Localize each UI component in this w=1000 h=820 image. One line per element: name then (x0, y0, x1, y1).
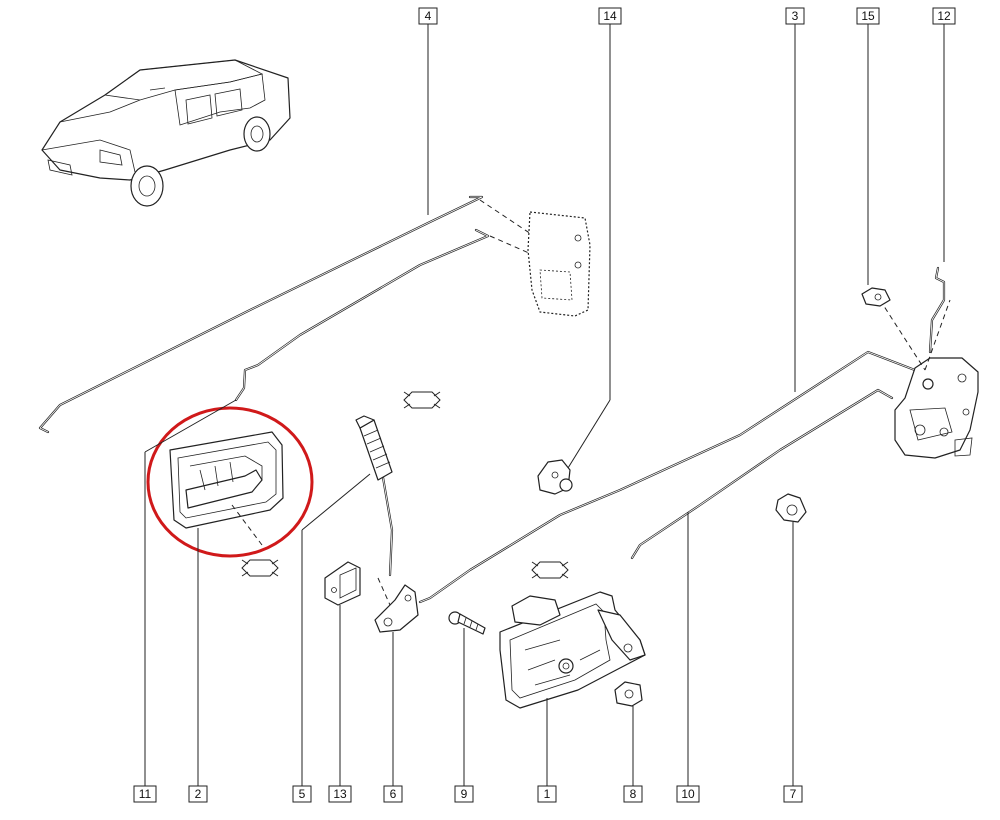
callout-14: 14 (598, 7, 622, 25)
grease-symbol (241, 559, 279, 577)
callout-7: 7 (783, 785, 803, 803)
callout-label: 10 (681, 787, 695, 801)
callout-label: 13 (333, 787, 347, 801)
callout-8: 8 (623, 785, 643, 803)
rod-12 (928, 266, 946, 354)
callout-9: 9 (454, 785, 474, 803)
callout-label: 2 (195, 787, 202, 801)
clip-14 (537, 459, 573, 495)
callout-4: 4 (418, 7, 438, 25)
interior-handle-2 (169, 431, 284, 546)
exterior-handle-bracket (527, 211, 591, 317)
callout-6: 6 (383, 785, 403, 803)
door-lock (894, 357, 979, 459)
callout-label: 7 (790, 787, 797, 801)
callout-15: 15 (856, 7, 880, 25)
callout-label: 15 (861, 9, 875, 23)
handle-assembly-1 (499, 591, 646, 709)
clip-15 (861, 287, 891, 307)
rod-3 (418, 350, 922, 604)
highlight-circle (146, 406, 314, 558)
callout-label: 5 (299, 787, 306, 801)
callout-label: 4 (425, 9, 432, 23)
leader-lines (144, 24, 945, 786)
callout-label: 8 (630, 787, 637, 801)
clip-7 (775, 493, 807, 523)
callout-label: 11 (139, 787, 152, 801)
bracket-13 (324, 561, 361, 606)
callout-5: 5 (292, 785, 312, 803)
rod-10 (630, 388, 894, 560)
grease-symbol (403, 391, 441, 409)
nut-8 (614, 681, 643, 707)
rod-4 (38, 195, 484, 434)
callout-11: 11 (133, 785, 157, 803)
callout-13: 13 (328, 785, 352, 803)
callout-12: 12 (932, 7, 956, 25)
callout-label: 3 (792, 9, 799, 23)
rod-11 (234, 228, 490, 402)
callout-label: 9 (461, 787, 468, 801)
lever-6 (374, 577, 419, 633)
callout-2: 2 (188, 785, 208, 803)
car-illustration (41, 59, 291, 207)
callout-3: 3 (785, 7, 805, 25)
callout-10: 10 (676, 785, 700, 803)
rod-5 (355, 415, 394, 577)
callout-label: 1 (544, 787, 551, 801)
callout-1: 1 (537, 785, 557, 803)
screw-9 (448, 611, 486, 635)
callout-label: 6 (390, 787, 397, 801)
callout-label: 12 (937, 9, 951, 23)
grease-symbol (531, 561, 569, 579)
callout-label: 14 (603, 9, 617, 23)
